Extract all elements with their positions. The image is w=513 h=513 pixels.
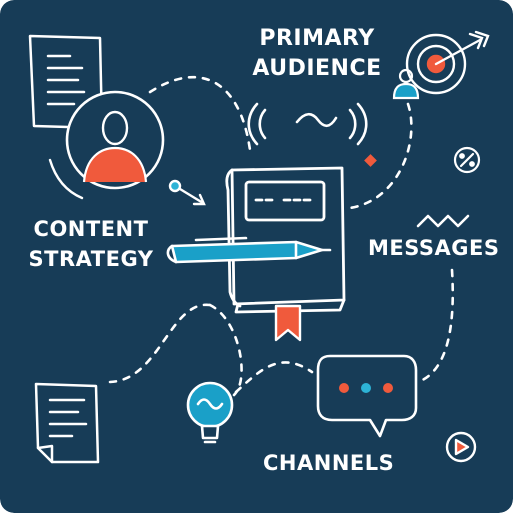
connector-note-to-book	[108, 303, 212, 384]
content-strategy-line-2: STRATEGY	[28, 247, 154, 271]
content-strategy-line-1: CONTENT	[33, 217, 149, 241]
connector-messages-to-chat	[416, 268, 455, 384]
chat-bubble-icon	[316, 354, 418, 438]
person-icon	[392, 68, 420, 100]
bookmark-icon	[274, 304, 302, 342]
channels-label: CHANNELS	[263, 451, 395, 475]
connector-bulb-to-chat	[234, 361, 314, 394]
pen-icon	[166, 236, 332, 264]
book-icon	[225, 166, 346, 314]
primary-audience-line-2: AUDIENCE	[252, 56, 382, 81]
lightbulb-icon	[186, 381, 234, 444]
percent-icon	[453, 146, 481, 174]
target-icon	[405, 30, 490, 95]
content-strategy-label: CONTENT STRATEGY	[24, 214, 158, 274]
connector-avatar-to-book	[148, 75, 252, 152]
user-avatar-icon	[48, 90, 165, 200]
play-icon	[445, 431, 477, 463]
connector-book-to-bulb	[208, 303, 243, 397]
connector-target-to-book	[348, 102, 413, 210]
pin-icon	[168, 179, 206, 206]
note-document-icon	[34, 382, 100, 464]
messages-label: MESSAGES	[368, 236, 500, 260]
sound-waves-icon	[247, 102, 368, 146]
primary-audience-line-1: PRIMARY	[259, 26, 375, 51]
zigzag-icon	[416, 214, 470, 228]
diamond-icon	[364, 154, 377, 167]
primary-audience-label: PRIMARY AUDIENCE	[247, 24, 387, 84]
